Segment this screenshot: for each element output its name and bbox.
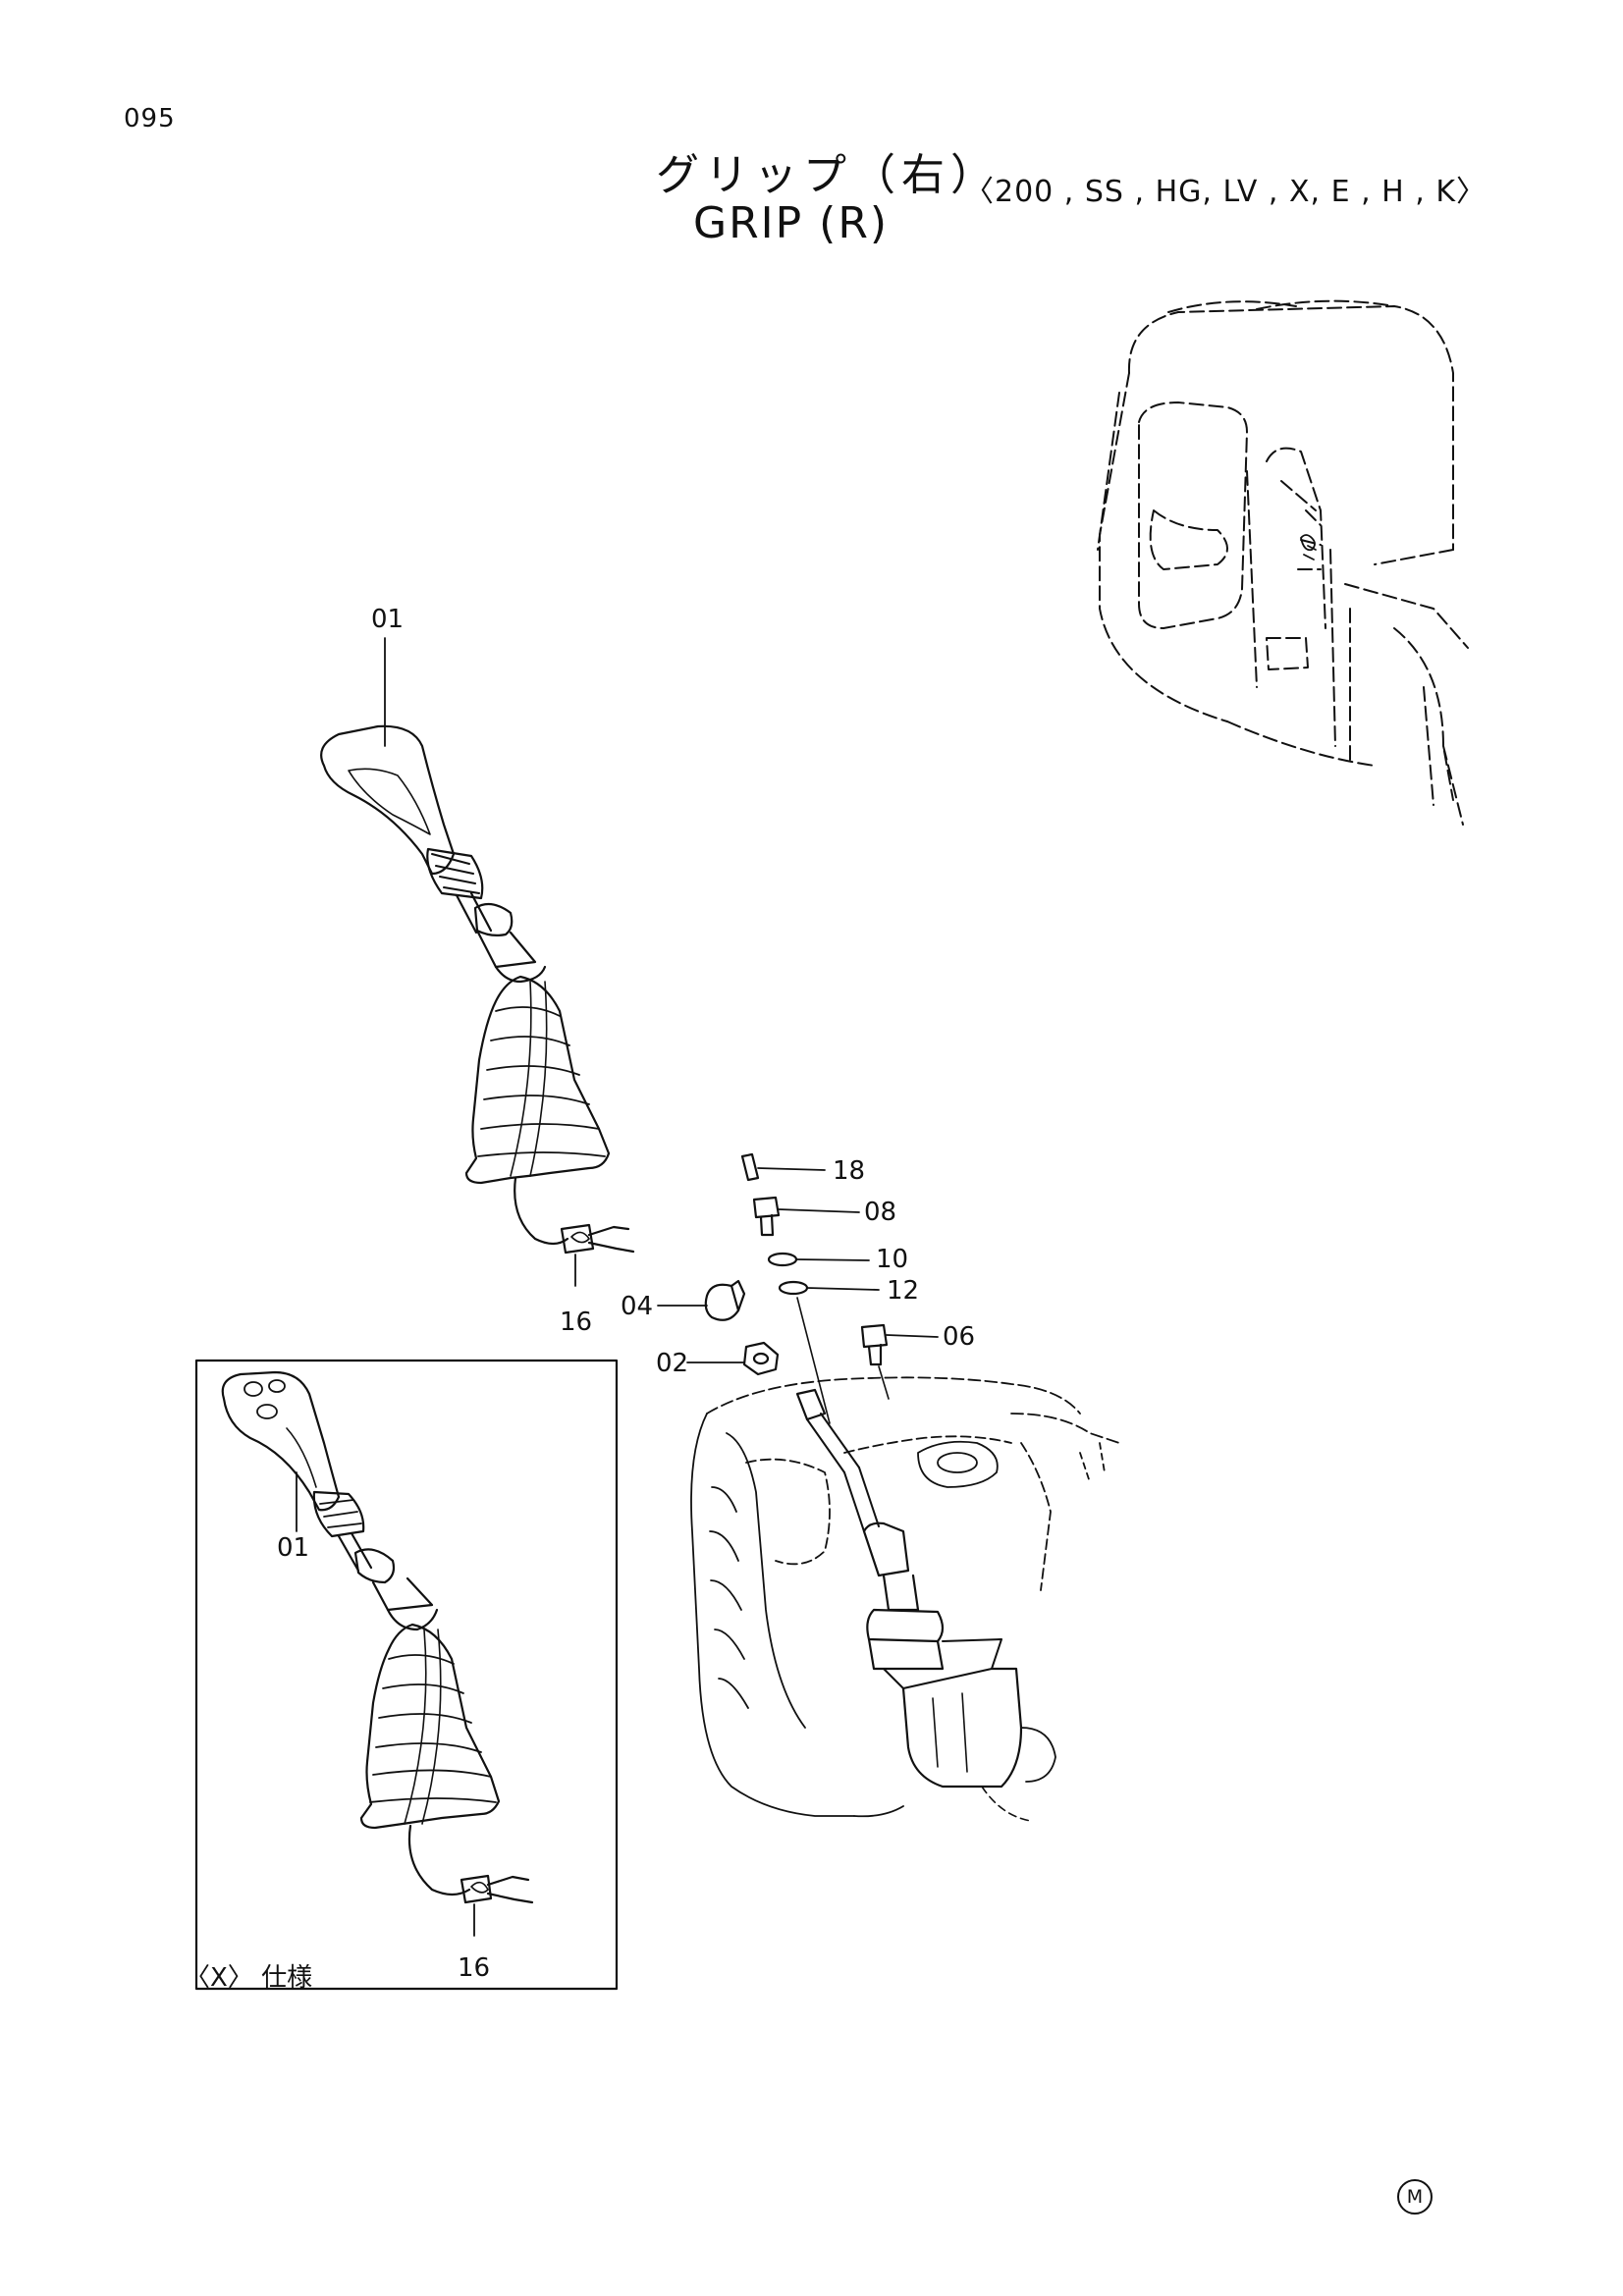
callout-12: 12 [887, 1276, 920, 1306]
callout-10: 10 [876, 1245, 909, 1274]
title-japanese: グリップ（右） [656, 150, 1000, 200]
console-illustration [690, 1376, 1120, 1822]
page-number: 095 [124, 104, 176, 133]
callout-01-main: 01 [371, 605, 405, 634]
inset-spec-note: 〈X〉 仕様 [185, 1963, 313, 1993]
callout-01-inset: 01 [277, 1533, 310, 1563]
circled-m-mark: M [1397, 2179, 1433, 2215]
callout-16-inset: 16 [458, 1953, 491, 1983]
cab-switch-detail [1300, 534, 1317, 561]
callout-16-main: 16 [560, 1308, 593, 1337]
small-parts [657, 1152, 939, 1424]
callout-08: 08 [864, 1198, 897, 1227]
cab-illustration [1097, 299, 1469, 826]
grip-assembly-main [320, 637, 635, 1287]
callout-02: 02 [656, 1349, 689, 1378]
grip-assembly-inset [221, 1370, 534, 1937]
callout-04: 04 [621, 1292, 654, 1321]
callout-18: 18 [833, 1156, 866, 1186]
model-list: 〈200 , SS , HG, LV , X, E , H , K〉 [964, 175, 1488, 209]
title-english: GRIP (R) [693, 198, 890, 248]
callout-06: 06 [943, 1322, 976, 1352]
inset-frame [194, 1359, 619, 1991]
